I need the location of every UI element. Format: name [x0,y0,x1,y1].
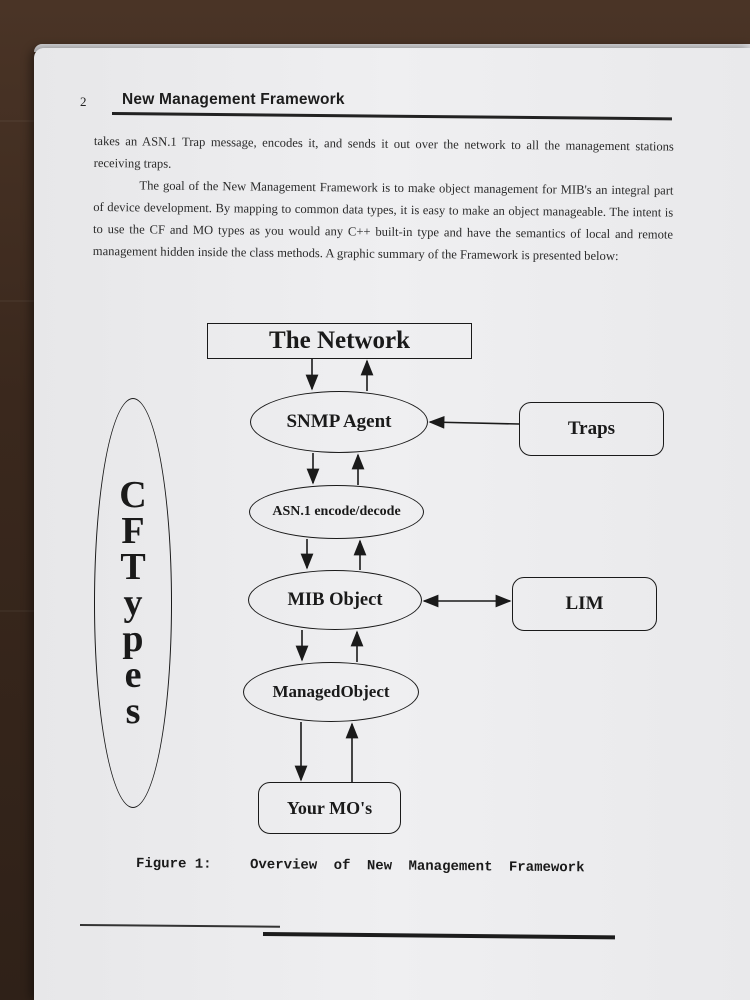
caption-word: Framework [508,859,585,877]
mib-object-node: MIB Object [248,570,422,630]
cf-types-letter: s [125,690,141,732]
cf-types-letter: C [119,474,147,516]
caption-word: Management [408,858,493,876]
caption-word: of [333,857,351,875]
network-box: The Network [207,323,472,359]
your-mos-box: Your MO's [258,782,401,834]
cf-types-letter: y [123,582,143,624]
traps-box: Traps [519,402,664,456]
running-title: New Management Framework [122,91,345,108]
caption-word: Overview [249,857,318,874]
cf-types-letter: F [121,510,145,552]
asn1-node: ASN.1 encode/decode [249,485,424,539]
snmp-agent-node: SNMP Agent [250,391,428,453]
cf-types-ellipse: C F T y p e s [94,398,172,808]
cf-types-letter: e [124,654,142,696]
caption-word: New [366,858,393,875]
managed-object-node: ManagedObject [243,662,419,722]
arrow-traps-to-snmp [428,415,520,429]
cf-types-letter: T [120,546,146,588]
figure-label: Figure 1: [135,856,212,873]
lim-box: LIM [512,577,657,631]
cf-types-letter: p [122,618,144,660]
page-number: 2 [80,94,87,109]
